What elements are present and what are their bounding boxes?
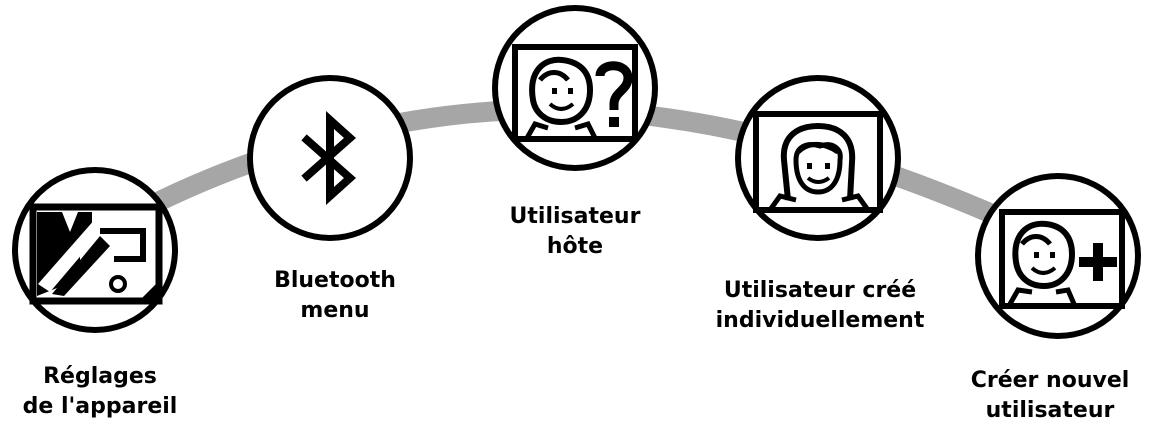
label-line: Bluetooth [274, 268, 396, 293]
face-long-hair-icon [753, 111, 883, 213]
menu-item-individual-user[interactable] [735, 75, 901, 241]
menu-item-device-settings[interactable] [12, 167, 178, 333]
bluetooth-icon [301, 111, 357, 205]
label-line: individuellement [715, 308, 925, 333]
label-line: Créer nouvel [970, 368, 1130, 393]
label-bluetooth: Bluetooth menu [255, 266, 415, 326]
menu-item-host-user[interactable] [492, 5, 658, 171]
menu-item-new-user[interactable] [975, 173, 1141, 339]
label-line: Utilisateur [509, 204, 641, 229]
label-device-settings: Réglages de l'appareil [15, 362, 185, 422]
label-new-user: Créer nouvel utilisateur [960, 366, 1140, 426]
face-plus-icon [999, 209, 1125, 309]
label-line: hôte [546, 234, 604, 259]
menu-item-bluetooth[interactable] [247, 75, 413, 241]
label-line: de l'appareil [22, 394, 178, 419]
label-individual-user: Utilisateur créé individuellement [700, 276, 940, 336]
label-host-user: Utilisateur hôte [495, 202, 655, 262]
label-line: menu [300, 298, 370, 323]
wrench-settings-icon [29, 203, 163, 305]
label-line: utilisateur [985, 398, 1115, 423]
face-question-icon [512, 44, 638, 142]
label-line: Réglages [43, 364, 157, 389]
label-line: Utilisateur créé [723, 278, 917, 303]
